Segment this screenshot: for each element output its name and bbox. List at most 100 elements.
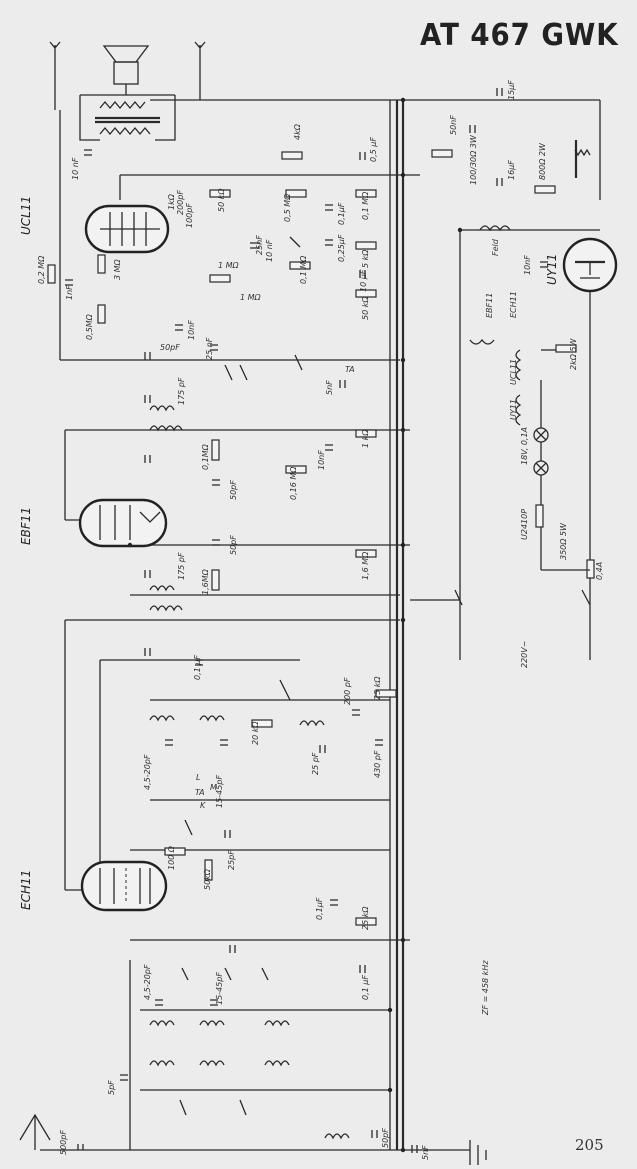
filament-label: EBF11 — [485, 293, 494, 318]
component-label: 20 kΩ — [251, 721, 260, 745]
capacitors — [65, 88, 548, 1153]
if-frequency-note: ZF = 458 kHz — [481, 960, 490, 1016]
component-label: 1nF — [65, 285, 74, 300]
component-label: 10nF — [317, 450, 326, 470]
component-label: 1 kΩ — [361, 429, 370, 448]
filament-label: UCL11 — [509, 359, 518, 385]
component-label: 0,1 µF — [193, 655, 202, 680]
tube-label-uy11: UY11 — [545, 254, 559, 285]
component-label: 10 nF — [71, 157, 80, 180]
component-label: 10nF — [187, 320, 196, 340]
filter-label: 16µF — [507, 160, 516, 180]
component-label: 0,1 MΩ — [299, 255, 308, 284]
fuse-label: 0,4A — [595, 562, 604, 580]
component-label: 0,2 MΩ — [37, 255, 46, 284]
component-label: 4kΩ — [293, 123, 302, 140]
component-label: 0,1MΩ — [201, 443, 210, 470]
component-label: M — [210, 783, 217, 792]
component-label: 25 kΩ — [373, 676, 382, 700]
tube-label-ech11: ECH11 — [19, 870, 33, 910]
component-label: 50 kΩ — [217, 188, 226, 212]
component-label: 10 nF — [265, 239, 274, 262]
component-label: 25nF — [255, 235, 264, 255]
power-labels: 220V~ 0,4A EBF11 ECH11 UY11 UCL11 18V, 0… — [469, 80, 604, 1016]
component-label: 1,6 MΩ — [361, 551, 370, 580]
component-labels: 1kΩ 200pF 100pF 50 kΩ 0,5 MΩ 0,1µF 0,1 M… — [37, 115, 458, 1160]
coils — [149, 140, 591, 1140]
model-title: AT 467 GWK — [420, 18, 619, 53]
component-label: 5 kΩ — [361, 249, 370, 268]
component-label: 1kΩ — [167, 193, 176, 210]
component-label: 500pF — [59, 1130, 68, 1155]
tube-uy11: UY11 — [545, 237, 618, 293]
antenna-ground — [19, 1113, 487, 1165]
component-label: 100pF — [185, 203, 194, 228]
component-label: 25 kΩ — [361, 906, 370, 930]
component-label: TA — [345, 365, 355, 374]
mains-voltage-label: 220V~ — [520, 641, 529, 668]
component-label: 1,6MΩ — [201, 568, 210, 595]
component-label: 25pF — [227, 850, 236, 870]
component-label: 5nF — [325, 380, 334, 395]
component-label: 25 pF — [311, 752, 320, 775]
component-label: TA — [195, 788, 205, 797]
component-label: 3 MΩ — [113, 258, 122, 280]
component-label: 5nF — [421, 1145, 430, 1160]
filter-label: 800Ω 2W — [538, 142, 547, 180]
filament-label: 18V, 0,1A — [520, 427, 529, 465]
tube-ebf11: EBF11 — [19, 498, 168, 548]
filament-label: 350Ω 5W — [559, 522, 568, 560]
component-label: 15-45pF — [215, 775, 224, 808]
component-label: 0,1µF — [337, 202, 346, 225]
component-label: 50nF — [449, 115, 458, 135]
component-label: 0,1 µF — [361, 975, 370, 1000]
component-label: 50 kΩ — [361, 296, 370, 320]
component-label: 50pF — [160, 343, 180, 352]
resistors — [47, 149, 595, 926]
switches — [179, 236, 591, 1116]
component-label: 4,5-20pF — [143, 964, 152, 1000]
component-label: 0,5 µF — [369, 137, 378, 162]
component-label: 50pF — [229, 480, 238, 500]
component-label: 0,1µF — [315, 897, 324, 920]
filament-label: U2410P — [520, 509, 529, 540]
filament-label: 2kΩ 5W — [569, 338, 578, 370]
filament-label: UY11 — [509, 399, 518, 420]
component-label: 0,5MΩ — [85, 313, 94, 340]
component-label: 0,16 MΩ — [289, 466, 298, 500]
tube-ech11: ECH11 — [19, 860, 168, 912]
component-label: 200 pF — [343, 677, 352, 705]
filter-label: 10nF — [523, 255, 532, 275]
tube-label-ebf11: EBF11 — [19, 507, 33, 545]
component-label: 50kΩ — [203, 868, 212, 890]
page-number: 205 — [575, 1136, 604, 1154]
filament-label: ECH11 — [509, 291, 518, 318]
pilot-lamps — [533, 349, 590, 571]
component-label: 200pF — [176, 190, 185, 215]
component-label: 1 MΩ — [240, 293, 262, 302]
component-label: 25 nF — [205, 337, 214, 360]
speaker — [49, 41, 206, 141]
component-label: 430 pF — [373, 750, 382, 778]
component-label: K — [200, 801, 206, 810]
tube-ucl11: UCL11 — [19, 196, 170, 254]
component-label: 0,25µF — [337, 234, 346, 262]
junctions — [127, 97, 463, 1153]
tube-label-ucl11: UCL11 — [19, 196, 33, 235]
supply-rails — [40, 99, 601, 1151]
component-label: 50pF — [229, 535, 238, 555]
component-label: 175 pF — [177, 552, 186, 580]
component-label: L — [196, 773, 200, 782]
component-label: 5pF — [107, 1080, 116, 1095]
component-label: 4,5-20pF — [143, 754, 152, 790]
component-label: 0,5 MΩ — [283, 193, 292, 222]
field-coil-label: Feld — [491, 238, 500, 256]
component-label: 50pF — [381, 1128, 390, 1148]
component-label: 15-45pF — [215, 972, 224, 1005]
component-label: 175 pF — [177, 377, 186, 405]
component-label: 10 µF — [359, 269, 368, 292]
component-label: 1 MΩ — [218, 261, 240, 270]
component-label: 100 Ω — [167, 845, 176, 870]
